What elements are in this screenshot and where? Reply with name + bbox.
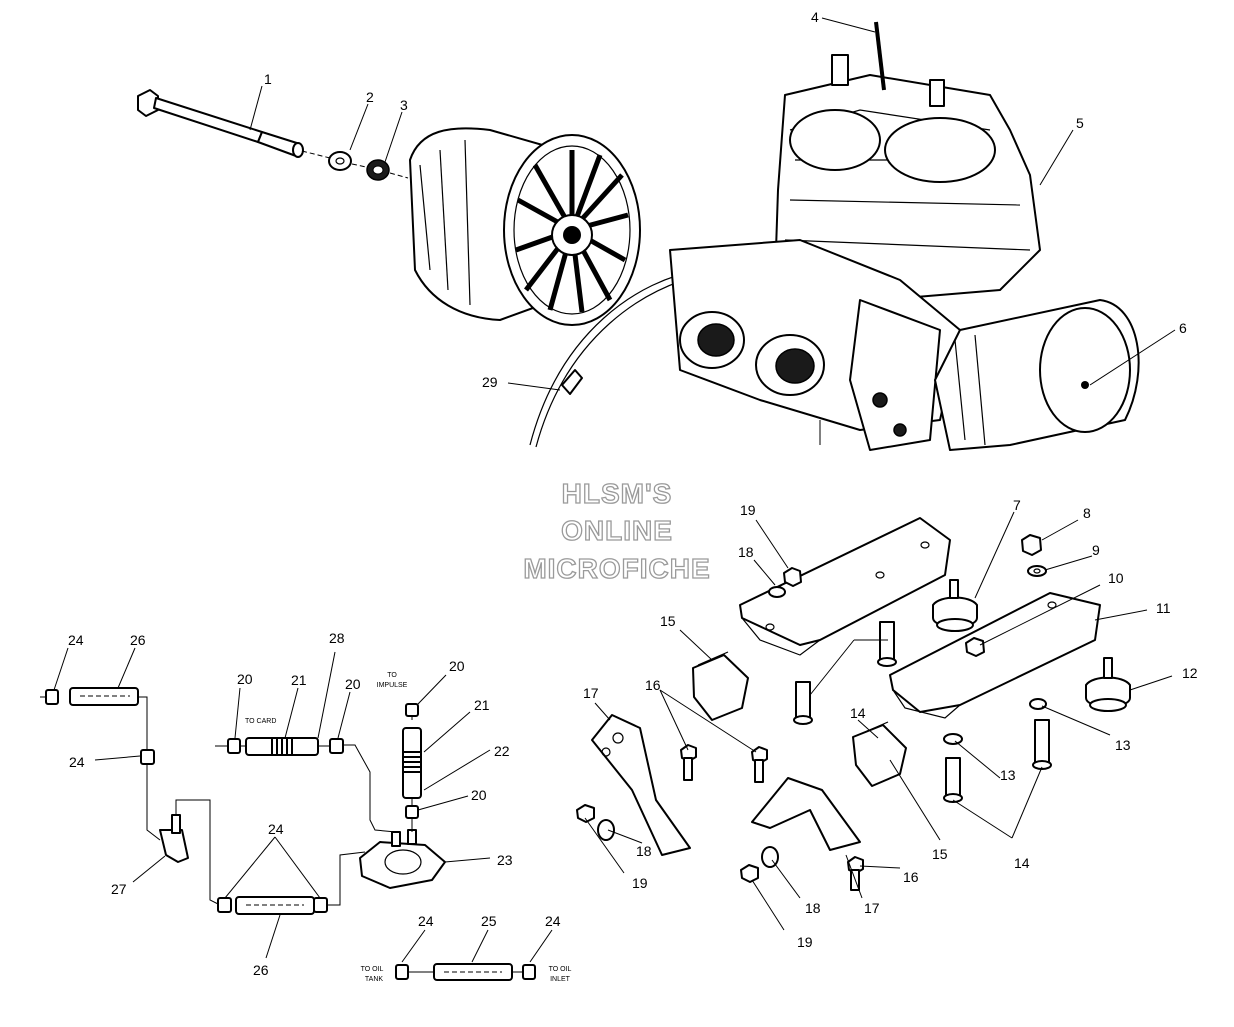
callout-29: 29 <box>482 374 498 390</box>
callout-24-d: 24 <box>418 913 434 929</box>
callout-17-b: 17 <box>864 900 880 916</box>
watermark-line-1: HLSM'S <box>562 478 673 509</box>
callout-24-a: 24 <box>68 632 84 648</box>
callout-18-b: 18 <box>636 843 652 859</box>
callout-9: 9 <box>1092 542 1100 558</box>
routing-labels: TO CARD TO IMPULSE TO OIL TANK TO OIL IN… <box>245 672 572 983</box>
callout-18-c: 18 <box>805 900 821 916</box>
callout-16-a: 16 <box>645 677 661 693</box>
callout-14-b: 14 <box>1014 855 1030 871</box>
label-to-impulse-2: IMPULSE <box>377 682 408 689</box>
callout-20-d: 20 <box>471 787 487 803</box>
callout-21-a: 21 <box>291 672 307 688</box>
washer <box>328 151 352 171</box>
callout-20-a: 20 <box>237 671 253 687</box>
callout-19-c: 19 <box>797 934 813 950</box>
callout-13-b: 13 <box>1000 767 1016 783</box>
watermark: HLSM'S ONLINE MICROFICHE <box>523 477 711 584</box>
watermark-line-2: ONLINE <box>561 515 673 546</box>
spacer <box>351 159 409 181</box>
engine <box>669 21 1140 451</box>
callout-17-a: 17 <box>583 685 599 701</box>
spring-coil <box>271 738 293 755</box>
callout-1: 1 <box>264 71 272 87</box>
drive-clutch <box>409 127 641 326</box>
callout-19-a: 19 <box>740 502 756 518</box>
callout-27: 27 <box>111 881 127 897</box>
rubber-mount-rear <box>1085 657 1131 712</box>
spring-coil-vertical <box>403 751 421 773</box>
callout-22: 22 <box>494 743 510 759</box>
callout-19-b: 19 <box>632 875 648 891</box>
lower-left-leaders <box>53 647 553 963</box>
watermark-line-3: MICROFICHE <box>523 553 710 584</box>
label-to-oil-inlet-1: TO OIL <box>549 966 572 973</box>
label-to-oil-inlet-2: INLET <box>550 976 571 983</box>
callout-13-a: 13 <box>1115 737 1131 753</box>
label-to-oil-tank-2: TANK <box>365 976 383 983</box>
callout-28: 28 <box>329 630 345 646</box>
callout-12: 12 <box>1182 665 1198 681</box>
right-leaders <box>584 511 1173 931</box>
callout-16-b: 16 <box>903 869 919 885</box>
callout-24-b: 24 <box>69 754 85 770</box>
label-to-impulse-1: TO <box>387 672 397 679</box>
callout-8: 8 <box>1083 505 1091 521</box>
callout-24-e: 24 <box>545 913 561 929</box>
engine-mount-bracket-front <box>739 517 951 656</box>
callout-14-a: 14 <box>850 705 866 721</box>
callout-25: 25 <box>481 913 497 929</box>
callout-numbers: 1 2 3 4 5 6 7 8 9 10 11 12 13 13 14 14 1… <box>68 9 1198 978</box>
callout-7: 7 <box>1013 497 1021 513</box>
callout-18-a: 18 <box>738 544 754 560</box>
oil-lines <box>40 687 536 981</box>
engine-mount-bracket-rear <box>889 592 1101 719</box>
label-to-card: TO CARD <box>245 718 276 725</box>
callout-3: 3 <box>400 97 408 113</box>
mount-blocks <box>692 651 907 787</box>
callout-15-b: 15 <box>932 846 948 862</box>
callout-24-c: 24 <box>268 821 284 837</box>
mount-bolts <box>793 621 1052 803</box>
callout-21-b: 21 <box>474 697 490 713</box>
label-to-oil-tank-1: TO OIL <box>361 966 384 973</box>
rubber-mount <box>932 579 978 632</box>
mounting-brackets-lower <box>591 714 861 856</box>
callout-10: 10 <box>1108 570 1124 586</box>
callout-20-b: 20 <box>345 676 361 692</box>
callout-11: 11 <box>1156 600 1171 616</box>
callout-26-a: 26 <box>130 632 146 648</box>
callout-6: 6 <box>1179 320 1187 336</box>
callout-15-a: 15 <box>660 613 676 629</box>
callout-23: 23 <box>497 852 513 868</box>
callout-4: 4 <box>811 9 819 25</box>
callout-20-c: 20 <box>449 658 465 674</box>
top-leaders <box>249 17 1176 391</box>
callout-2: 2 <box>366 89 374 105</box>
callout-5: 5 <box>1076 115 1084 131</box>
callout-26-b: 26 <box>253 962 269 978</box>
drive-clutch-bolt <box>137 89 331 159</box>
